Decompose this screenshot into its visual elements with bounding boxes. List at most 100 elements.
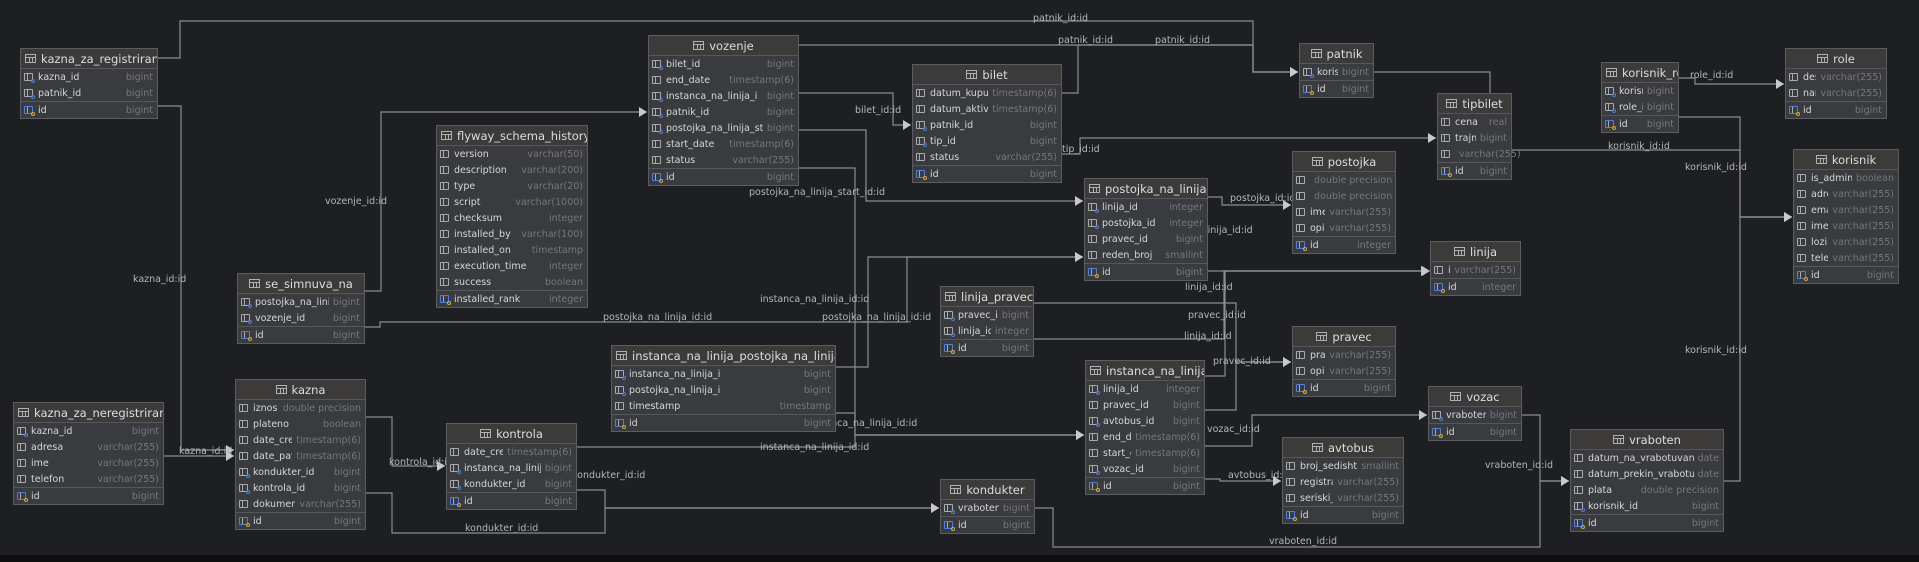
table-header[interactable]: tipbilet [1438, 94, 1511, 114]
table-header[interactable]: vozenje [649, 36, 798, 56]
relation-line[interactable] [1034, 302, 1291, 363]
column-row[interactable]: namevarchar(255) [1786, 85, 1886, 101]
table-se-simnuva-na[interactable]: se_simnuva_napostojka_na_linija_ibigintv… [237, 273, 365, 344]
table-header[interactable]: korisnik_role [1602, 63, 1678, 83]
column-row[interactable]: seriski_brojvarchar(255) [1283, 490, 1403, 506]
table-header[interactable]: kazna [236, 380, 365, 400]
table-header[interactable]: flyway_schema_history [437, 126, 587, 146]
column-row[interactable]: opisvarchar(255) [1293, 363, 1395, 379]
table-header[interactable]: kondukter [941, 480, 1034, 500]
table-role[interactable]: roledescriptionvarchar(255)namevarchar(2… [1785, 48, 1887, 119]
relation-line[interactable] [1522, 414, 1569, 482]
table-header[interactable]: instanca_na_linija_postojka_na_linija [612, 346, 835, 366]
column-row[interactable]: registracijavarchar(255) [1283, 474, 1403, 490]
relation-line[interactable] [1062, 44, 1298, 94]
table-header[interactable]: kontrola [447, 424, 576, 444]
table-header[interactable]: bilet [913, 65, 1061, 85]
table-header[interactable]: linija_pravec [941, 287, 1033, 307]
table-korisnik[interactable]: korisnikis_adminbooleanadresavarchar(255… [1793, 149, 1899, 284]
column-row[interactable]: lozinkavarchar(255) [1794, 234, 1898, 250]
table-header[interactable]: kazna_za_registriran [21, 49, 157, 69]
table-header[interactable]: kazna_za_neregistriran [14, 403, 163, 423]
table-header[interactable]: pravec [1293, 327, 1395, 347]
table-tipbilet[interactable]: tipbiletcenarealtrajnostbigintimevarchar… [1437, 93, 1521, 180]
column-row[interactable]: datum_kupuvanjetimestamp(6) [913, 85, 1061, 101]
table-header[interactable]: postojka [1293, 152, 1395, 172]
relation-line[interactable] [577, 489, 939, 509]
column-row[interactable]: date_createdtimestamp(6) [236, 432, 365, 448]
column-row[interactable]: trajnostbigint [1438, 130, 1511, 146]
column-row[interactable]: londouble precision [1293, 188, 1395, 204]
table-header[interactable]: avtobus [1283, 438, 1403, 458]
table-header[interactable]: vraboten [1571, 430, 1723, 450]
column-row[interactable]: date_createdtimestamp(6) [447, 444, 576, 460]
column-row[interactable]: dokumentvarchar(255) [236, 496, 365, 512]
table-header[interactable]: postojka_na_linija [1085, 179, 1207, 199]
table-pravec[interactable]: pravecpravecvarchar(255)opisvarchar(255)… [1292, 326, 1396, 397]
